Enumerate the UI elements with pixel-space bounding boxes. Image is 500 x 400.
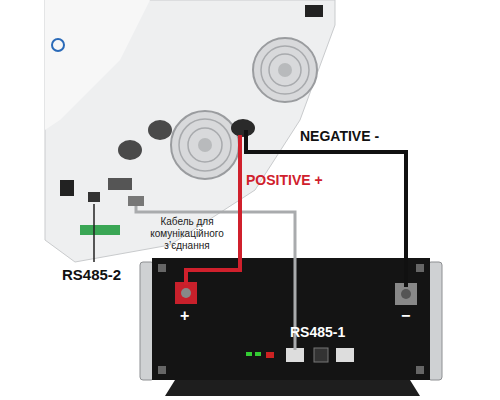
battery-handle [428,262,442,380]
handle [305,5,323,17]
leader-line [93,204,95,262]
battery-stand [165,380,420,396]
power-switch [60,180,74,196]
cable-label: NEGATIVE - [300,128,379,145]
cable-label: POSITIVE + [246,172,323,189]
battery-module: + RS485-1 − [152,258,430,380]
connector [118,140,142,160]
port [128,196,144,206]
terminal-block [80,225,120,235]
dc-terminal [231,119,255,137]
rs485-port [286,348,304,362]
fan [253,38,317,102]
port [108,178,132,190]
port-name: RS485-1 [290,324,345,341]
port-name: RS485-2 [62,266,121,284]
battery-handle [140,262,154,380]
battery-panel [152,258,430,380]
communication-cable [136,206,295,350]
terminal-sign: − [401,306,410,325]
positive-terminal [175,282,197,304]
port [336,348,354,362]
fan [171,111,239,179]
note: Кабель для комунікаційного з’єднання [140,216,234,252]
logo-mark [52,39,64,51]
connector [148,120,172,140]
inverter-top [45,0,150,130]
port [88,192,100,202]
port [314,348,328,362]
inverter-housing [45,0,335,262]
positive-cable [186,135,240,285]
terminal-sign: + [180,306,189,325]
negative-cable [246,130,406,287]
